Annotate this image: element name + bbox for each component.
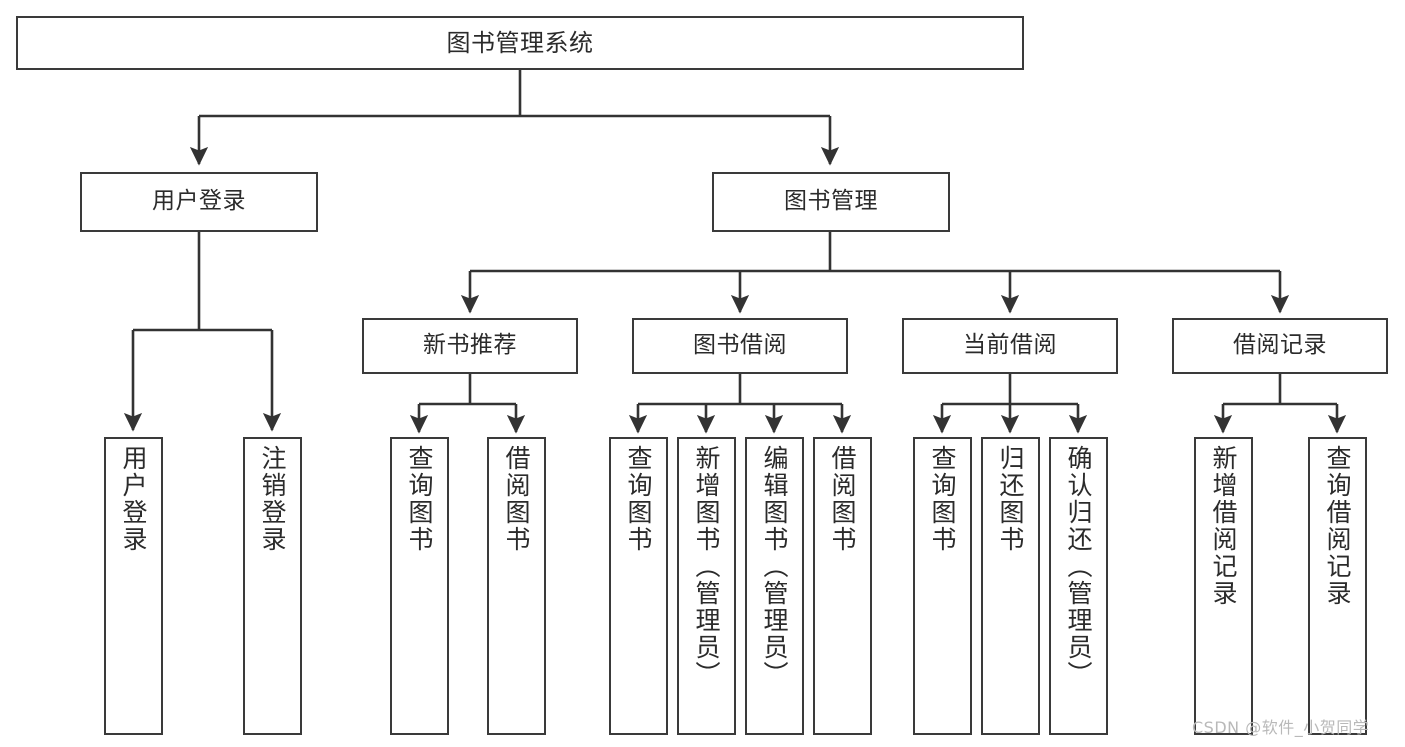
node-book-manage-label: 图书管理	[784, 188, 878, 215]
leaf-return-book[interactable]: 归还图书	[981, 437, 1040, 735]
leaf-logout-login[interactable]: 注销登录	[243, 437, 302, 735]
leaf-borrow-book-1[interactable]: 借阅图书	[487, 437, 546, 735]
leaf-borrow-book-2[interactable]: 借阅图书	[813, 437, 872, 735]
leaf-confirm-return[interactable]: 确认归还（管理员）	[1049, 437, 1108, 735]
node-user-login[interactable]: 用户登录	[80, 172, 318, 232]
leaf-borrow-book-1-label: 借阅图书	[502, 445, 531, 553]
leaf-user-login-label: 用户登录	[119, 445, 148, 553]
leaf-add-book-label: 新增图书（管理员）	[692, 445, 721, 688]
leaf-query-book-2-label: 查询图书	[624, 445, 653, 553]
leaf-add-book[interactable]: 新增图书（管理员）	[677, 437, 736, 735]
node-root[interactable]: 图书管理系统	[16, 16, 1024, 70]
leaf-query-record[interactable]: 查询借阅记录	[1308, 437, 1367, 735]
leaf-confirm-return-label: 确认归还（管理员）	[1064, 445, 1093, 688]
leaf-add-record[interactable]: 新增借阅记录	[1194, 437, 1253, 735]
leaf-logout-login-label: 注销登录	[258, 445, 287, 553]
node-borrow-record[interactable]: 借阅记录	[1172, 318, 1388, 374]
node-book-borrow[interactable]: 图书借阅	[632, 318, 848, 374]
leaf-query-record-label: 查询借阅记录	[1323, 445, 1352, 607]
leaf-query-book-2[interactable]: 查询图书	[609, 437, 668, 735]
node-new-book-recommend-label: 新书推荐	[423, 332, 517, 359]
csdn-watermark: CSDN @软件_小贺同学	[1192, 718, 1370, 737]
node-book-manage[interactable]: 图书管理	[712, 172, 950, 232]
leaf-query-book-1-label: 查询图书	[405, 445, 434, 553]
leaf-add-record-label: 新增借阅记录	[1209, 445, 1238, 607]
node-current-borrow[interactable]: 当前借阅	[902, 318, 1118, 374]
node-current-borrow-label: 当前借阅	[963, 332, 1057, 359]
node-user-login-label: 用户登录	[152, 188, 246, 215]
leaf-query-book-3[interactable]: 查询图书	[913, 437, 972, 735]
leaf-user-login[interactable]: 用户登录	[104, 437, 163, 735]
leaf-edit-book-label: 编辑图书（管理员）	[760, 445, 789, 688]
leaf-return-book-label: 归还图书	[996, 445, 1025, 553]
leaf-query-book-1[interactable]: 查询图书	[390, 437, 449, 735]
node-book-borrow-label: 图书借阅	[693, 332, 787, 359]
leaf-query-book-3-label: 查询图书	[928, 445, 957, 553]
node-borrow-record-label: 借阅记录	[1233, 332, 1327, 359]
leaf-edit-book[interactable]: 编辑图书（管理员）	[745, 437, 804, 735]
leaf-borrow-book-2-label: 借阅图书	[828, 445, 857, 553]
node-root-label: 图书管理系统	[446, 28, 594, 57]
node-new-book-recommend[interactable]: 新书推荐	[362, 318, 578, 374]
